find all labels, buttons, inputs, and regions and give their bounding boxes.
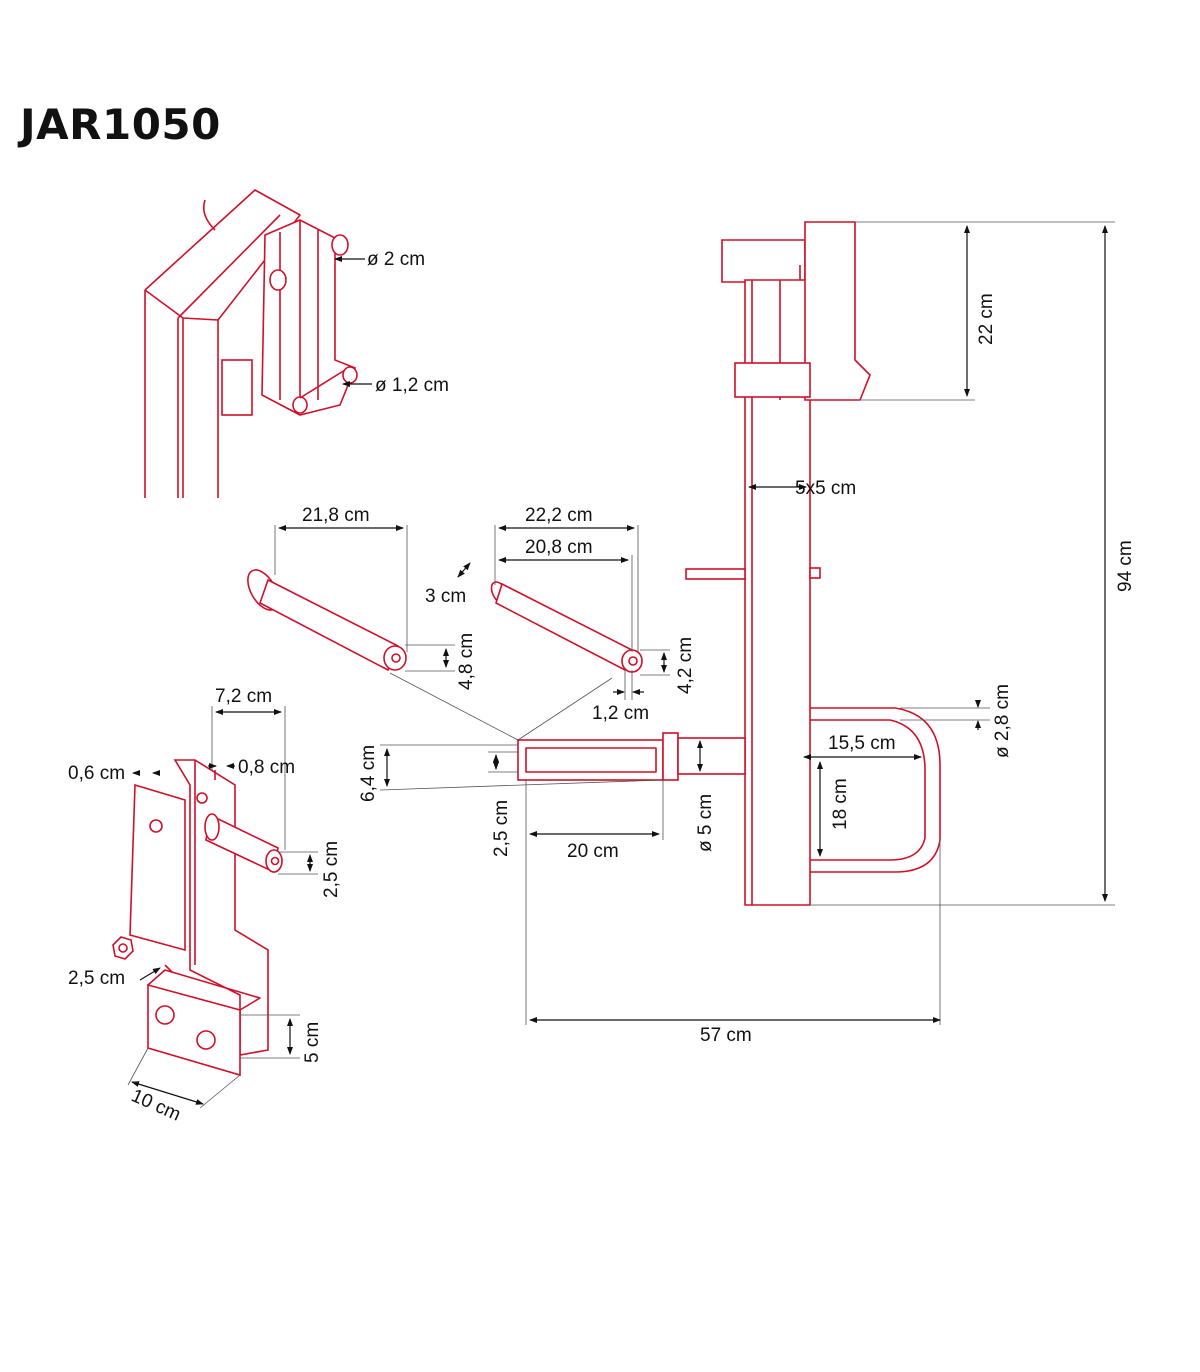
label-bolt-offset: 2,5 cm [68,968,125,989]
label-bracket-pin-diameter: 2,5 cm [321,841,342,898]
label-total-depth: 57 cm [700,1025,752,1046]
label-sleeve-length: 20 cm [567,841,619,862]
label-plate-thickness: 0,6 cm [68,763,125,784]
label-plate-height: 22 cm [976,293,997,345]
sleeve-tube [517,732,746,781]
label-small-pin-diameter: ø 1,2 cm [375,375,449,396]
label-ubolt-diameter: ø 2,8 cm [992,684,1013,758]
label-pin2-head: 3 cm [425,586,466,607]
label-pin2-hole: 1,2 cm [592,703,649,724]
label-pin2-diameter: 4,2 cm [675,637,696,694]
label-sleeve-inner: 2,5 cm [491,800,512,857]
label-ubolt-height: 18 cm [830,778,851,830]
label-total-height: 94 cm [1115,540,1136,592]
label-top-pin-diameter: ø 2 cm [367,249,425,270]
label-post-section: 5x5 cm [795,478,856,499]
product-title: JAR1050 [20,100,221,149]
label-pin1-length: 21,8 cm [302,505,370,526]
label-bracket-pin-length: 7,2 cm [215,686,272,707]
label-bracket-gap: 0,8 cm [238,757,295,778]
label-block-height: 5 cm [302,1022,323,1063]
pin-1 [247,569,407,672]
main-frame [685,221,941,906]
dimension-lines [127,221,1115,1109]
lower-bracket [112,759,283,1077]
pin-2 [490,581,643,673]
label-tube-diameter: ø 5 cm [695,794,716,852]
label-block-length: 10 cm [128,1085,184,1125]
label-sleeve-outer: 6,4 cm [358,745,379,802]
label-ubolt-width: 15,5 cm [828,733,896,754]
label-pin2-length: 20,8 cm [525,537,593,558]
label-pin1-diameter: 4,8 cm [456,633,477,690]
top-bracket-detail [144,189,358,498]
label-pin2-length-total: 22,2 cm [525,505,593,526]
